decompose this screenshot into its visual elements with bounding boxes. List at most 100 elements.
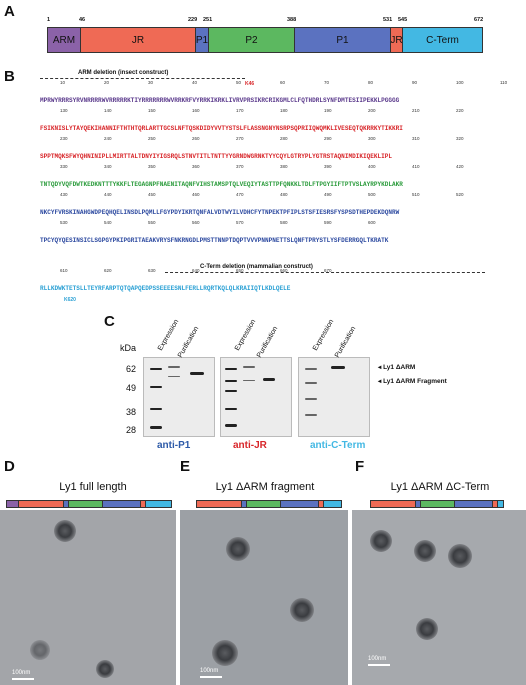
pos-545: 545: [398, 17, 408, 23]
domain-c-term: C-Term: [403, 28, 482, 52]
residue-number: 420: [456, 164, 464, 169]
residue-number: 500: [368, 192, 376, 197]
residue-number: 140: [104, 108, 112, 113]
scale-label: 100nm: [12, 670, 31, 676]
caption-anti-jr: anti-JR: [233, 440, 267, 451]
residue-number: 290: [324, 136, 332, 141]
panel-e-letter: E: [180, 458, 191, 475]
residue-number: 670: [324, 268, 332, 273]
domain-jr-1-label: JR: [131, 34, 145, 46]
residue-number: 430: [60, 192, 68, 197]
residue-number: 300: [368, 136, 376, 141]
scale-bar: [12, 678, 34, 680]
residue-number: 530: [60, 220, 68, 225]
pos-251: 251: [203, 17, 213, 23]
domain-p2: P2: [209, 28, 295, 52]
marker-band: [150, 368, 162, 370]
residue-number: 390: [324, 164, 332, 169]
pos-672: 672: [474, 17, 484, 23]
scale-label: 100nm: [200, 668, 219, 674]
residue-number: 280: [280, 136, 288, 141]
residue-number: 410: [412, 164, 420, 169]
kda-38: 38: [126, 407, 137, 417]
domain-jr-2: JR: [391, 28, 403, 52]
panel-d-letter: D: [4, 458, 15, 475]
lane-purification-3: Purification: [333, 325, 358, 359]
kda-28: 28: [126, 425, 137, 435]
marker-band: [150, 408, 162, 410]
residue-number: 570: [236, 220, 244, 225]
purification-band: [331, 366, 345, 369]
residue-number: 640: [192, 268, 200, 273]
residue-number: 330: [60, 164, 68, 169]
particle: [212, 640, 238, 666]
sequence-text: FSIKNISLYTAYQEKIHANNIFTHTHTQRLARTTGCSLNF…: [40, 125, 403, 132]
blot-anti-c-term: [298, 357, 370, 437]
mini-bar-full: [6, 500, 172, 508]
marker-band: [225, 368, 237, 370]
em-image-darm-fragment: 100nm: [180, 510, 348, 685]
marker-band: [225, 424, 237, 427]
scale-label: 100nm: [368, 656, 387, 662]
expression-band: [243, 366, 255, 368]
residue-number: 20: [104, 80, 110, 85]
domain-p1-1-label: P1: [196, 34, 209, 46]
domain-c-term-label: C-Term: [426, 34, 459, 46]
residue-number: 190: [324, 108, 332, 113]
residue-number: 540: [104, 220, 112, 225]
purification-band: [263, 378, 275, 381]
residue-number: 470: [236, 192, 244, 197]
residue-number: 110: [500, 80, 508, 85]
residue-number: 450: [148, 192, 156, 197]
panel-b-letter: B: [4, 68, 15, 85]
particle: [290, 598, 314, 622]
residue-number: 260: [192, 136, 200, 141]
residue-number: 350: [148, 164, 156, 169]
residue-number: 100: [456, 80, 464, 85]
scale-bar: [200, 676, 222, 678]
marker-band: [305, 414, 317, 416]
residue-number: 650: [236, 268, 244, 273]
em-image-darm-dcterm: 100nm: [352, 510, 526, 685]
residue-number: 370: [236, 164, 244, 169]
lane-purification-2: Purification: [255, 325, 280, 359]
panel-a-letter: A: [4, 3, 15, 20]
residue-number: 150: [148, 108, 156, 113]
residue-number: 560: [192, 220, 200, 225]
sequence-text: MPRWYRRRSYRVNRRRRWVRRRRRKTIYRRRRRRRWVRRK…: [40, 97, 400, 104]
kda-title: kDa: [120, 343, 137, 353]
mini-bar-darm: [196, 500, 342, 508]
marker-band: [225, 380, 237, 382]
residue-number: 620: [104, 268, 112, 273]
residue-number: 490: [324, 192, 332, 197]
marker-band: [305, 398, 317, 400]
arm-deletion-label: ARM deletion (insect construct): [78, 70, 169, 76]
residue-number: 480: [280, 192, 288, 197]
sequence-text: TNTQDYVQFDWTKEDKNTTTYKKFLTEGAGNPFNAENITA…: [40, 181, 403, 188]
caption-anti-c-term: anti-C-Term: [310, 440, 366, 451]
em-image-full-length: 100nm: [0, 510, 176, 685]
lane-expression-3: Expression: [311, 318, 336, 352]
residue-number: 130: [60, 108, 68, 113]
blot-anti-jr: [220, 357, 292, 437]
particle: [54, 520, 76, 542]
residue-number: 610: [60, 268, 68, 273]
residue-number: 10: [60, 80, 66, 85]
blot-anti-p1: [143, 357, 215, 437]
particle: [416, 618, 438, 640]
residue-number: 30: [148, 80, 154, 85]
residue-number: 60: [280, 80, 286, 85]
legend-ly1-darm: ◂ Ly1 ΔARM: [378, 364, 416, 371]
legend-ly1-darm-fragment: ◂ Ly1 ΔARM Fragment: [378, 378, 447, 385]
residue-number: 40: [192, 80, 198, 85]
k620-label: K620: [64, 297, 76, 303]
residue-number: 510: [412, 192, 420, 197]
residue-number: 340: [104, 164, 112, 169]
domain-arm: ARM: [48, 28, 81, 52]
panel-f-letter: F: [355, 458, 365, 475]
residue-number: 70: [324, 80, 330, 85]
arm-deletion-dashline: [40, 78, 245, 79]
